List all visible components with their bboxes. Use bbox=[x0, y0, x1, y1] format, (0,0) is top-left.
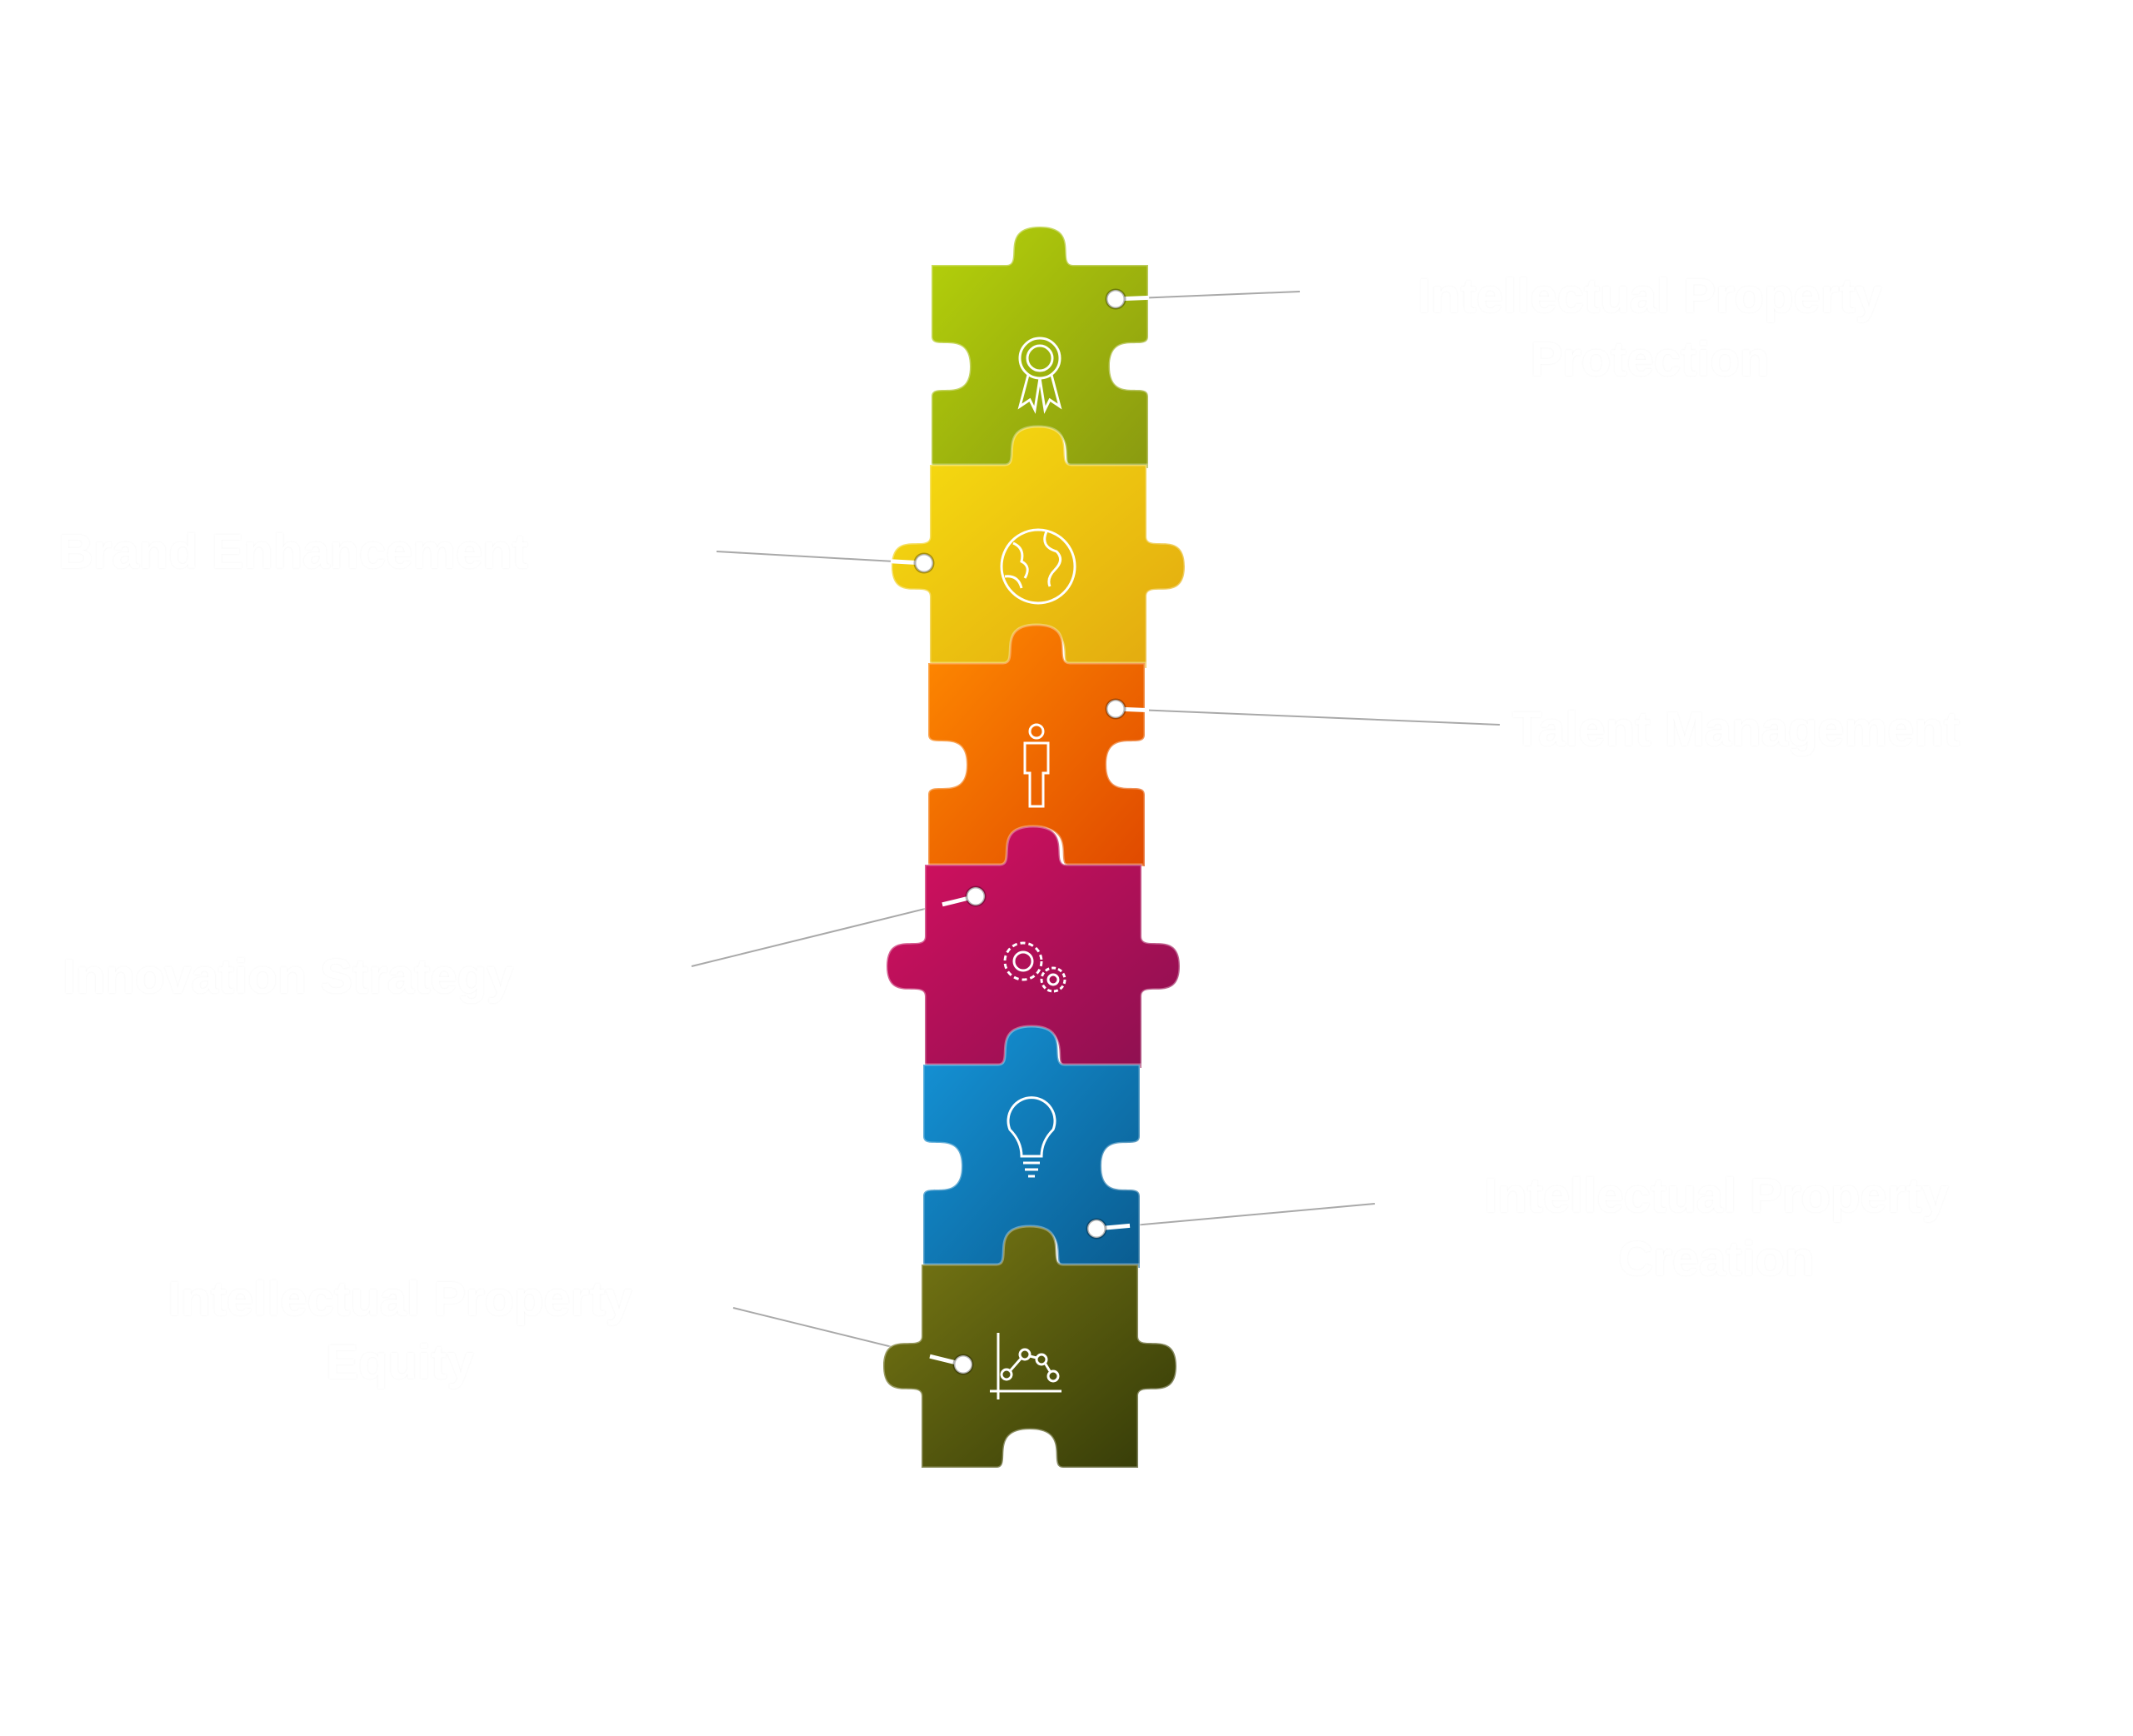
label-5-line1: Intellectual Property bbox=[1484, 1169, 1949, 1223]
label-6-line1: Intellectual Property bbox=[167, 1272, 632, 1326]
connector-dot-2 bbox=[913, 552, 935, 574]
puzzle-piece-4 bbox=[885, 825, 1181, 1070]
label-4-line1: Innovation Strategy bbox=[62, 950, 514, 1004]
label-4: Innovation Strategy bbox=[62, 945, 513, 1009]
puzzle-piece-1 bbox=[930, 225, 1150, 470]
gears-icon bbox=[1003, 941, 1066, 993]
label-1: Intellectual Property Protection bbox=[1341, 265, 1958, 392]
line-chart-icon bbox=[990, 1333, 1062, 1399]
connector-dot-6 bbox=[952, 1354, 974, 1375]
connector-dot-1 bbox=[1105, 288, 1126, 310]
label-2: Brand Enhancement bbox=[58, 521, 528, 584]
connector-line-5 bbox=[1096, 1203, 1376, 1230]
label-1-line2: Protection bbox=[1530, 332, 1770, 387]
label-3: Talent Management bbox=[1512, 698, 1960, 761]
person-icon bbox=[1023, 723, 1050, 808]
puzzle-piece-5 bbox=[922, 1025, 1141, 1270]
award-ribbon-icon bbox=[1017, 337, 1062, 414]
connector-line-2 bbox=[716, 551, 925, 564]
label-6: Intellectual Property Equity bbox=[83, 1268, 717, 1394]
connector-dot-3 bbox=[1105, 698, 1126, 720]
label-5: Intellectual Property Creation bbox=[1400, 1165, 2033, 1291]
connector-dot-5 bbox=[1086, 1218, 1107, 1240]
label-5-line2: Creation bbox=[1618, 1232, 1815, 1286]
puzzle-piece-6 bbox=[882, 1225, 1178, 1469]
connector-dot-4 bbox=[965, 885, 987, 907]
connector-line-3 bbox=[1115, 708, 1501, 726]
label-2-line1: Brand Enhancement bbox=[58, 525, 528, 579]
label-6-line2: Equity bbox=[326, 1335, 474, 1389]
globe-icon bbox=[1000, 528, 1076, 605]
puzzle-piece-3 bbox=[927, 623, 1146, 868]
lightbulb-icon bbox=[1007, 1096, 1057, 1178]
puzzle-piece-2 bbox=[890, 425, 1186, 670]
label-3-line1: Talent Management bbox=[1512, 702, 1961, 756]
label-1-line1: Intellectual Property bbox=[1417, 269, 1882, 323]
